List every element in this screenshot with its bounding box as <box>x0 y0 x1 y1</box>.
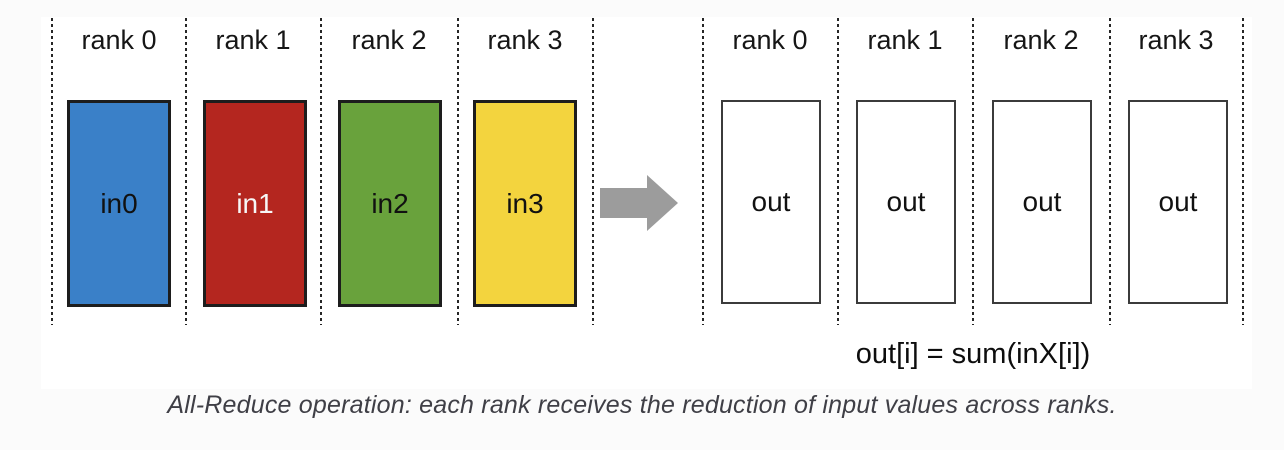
output-box-rank2: out <box>992 100 1092 304</box>
rank-label-output-2: rank 2 <box>1003 25 1079 55</box>
rank-label-output-3: rank 3 <box>1138 25 1214 55</box>
input-box-label: in0 <box>100 187 138 219</box>
reduction-formula: out[i] = sum(inX[i]) <box>855 338 1091 370</box>
column-divider <box>1109 18 1111 325</box>
rank-label-output-1: rank 1 <box>867 25 943 55</box>
output-box-rank3: out <box>1128 100 1228 304</box>
column-divider <box>51 18 53 325</box>
output-box-rank0: out <box>721 100 821 304</box>
column-divider <box>837 18 839 325</box>
input-box-label: in3 <box>506 187 544 219</box>
column-divider <box>320 18 322 325</box>
rank-label-output-0: rank 0 <box>732 25 808 55</box>
column-divider <box>457 18 459 325</box>
input-box-label: in2 <box>371 187 409 219</box>
output-box-label: out <box>751 186 791 217</box>
input-box-in2: in2 <box>338 100 442 307</box>
output-box-label: out <box>1158 186 1198 217</box>
output-box-label: out <box>886 186 926 217</box>
column-divider <box>1242 18 1244 325</box>
input-box-in1: in1 <box>203 100 307 307</box>
input-box-in0: in0 <box>67 100 171 307</box>
output-box-rank1: out <box>856 100 956 304</box>
rank-label-input-0: rank 0 <box>81 25 157 55</box>
rank-label-input-3: rank 3 <box>487 25 563 55</box>
column-divider <box>702 18 704 325</box>
column-divider <box>185 18 187 325</box>
input-box-in3: in3 <box>473 100 577 307</box>
rank-label-input-1: rank 1 <box>215 25 291 55</box>
input-box-label: in1 <box>236 187 274 219</box>
column-divider <box>592 18 594 325</box>
figure-caption: All-Reduce operation: each rank receives… <box>167 391 1117 419</box>
right-arrow-icon <box>600 175 678 231</box>
rank-label-input-2: rank 2 <box>351 25 427 55</box>
output-box-label: out <box>1022 186 1062 217</box>
column-divider <box>972 18 974 325</box>
